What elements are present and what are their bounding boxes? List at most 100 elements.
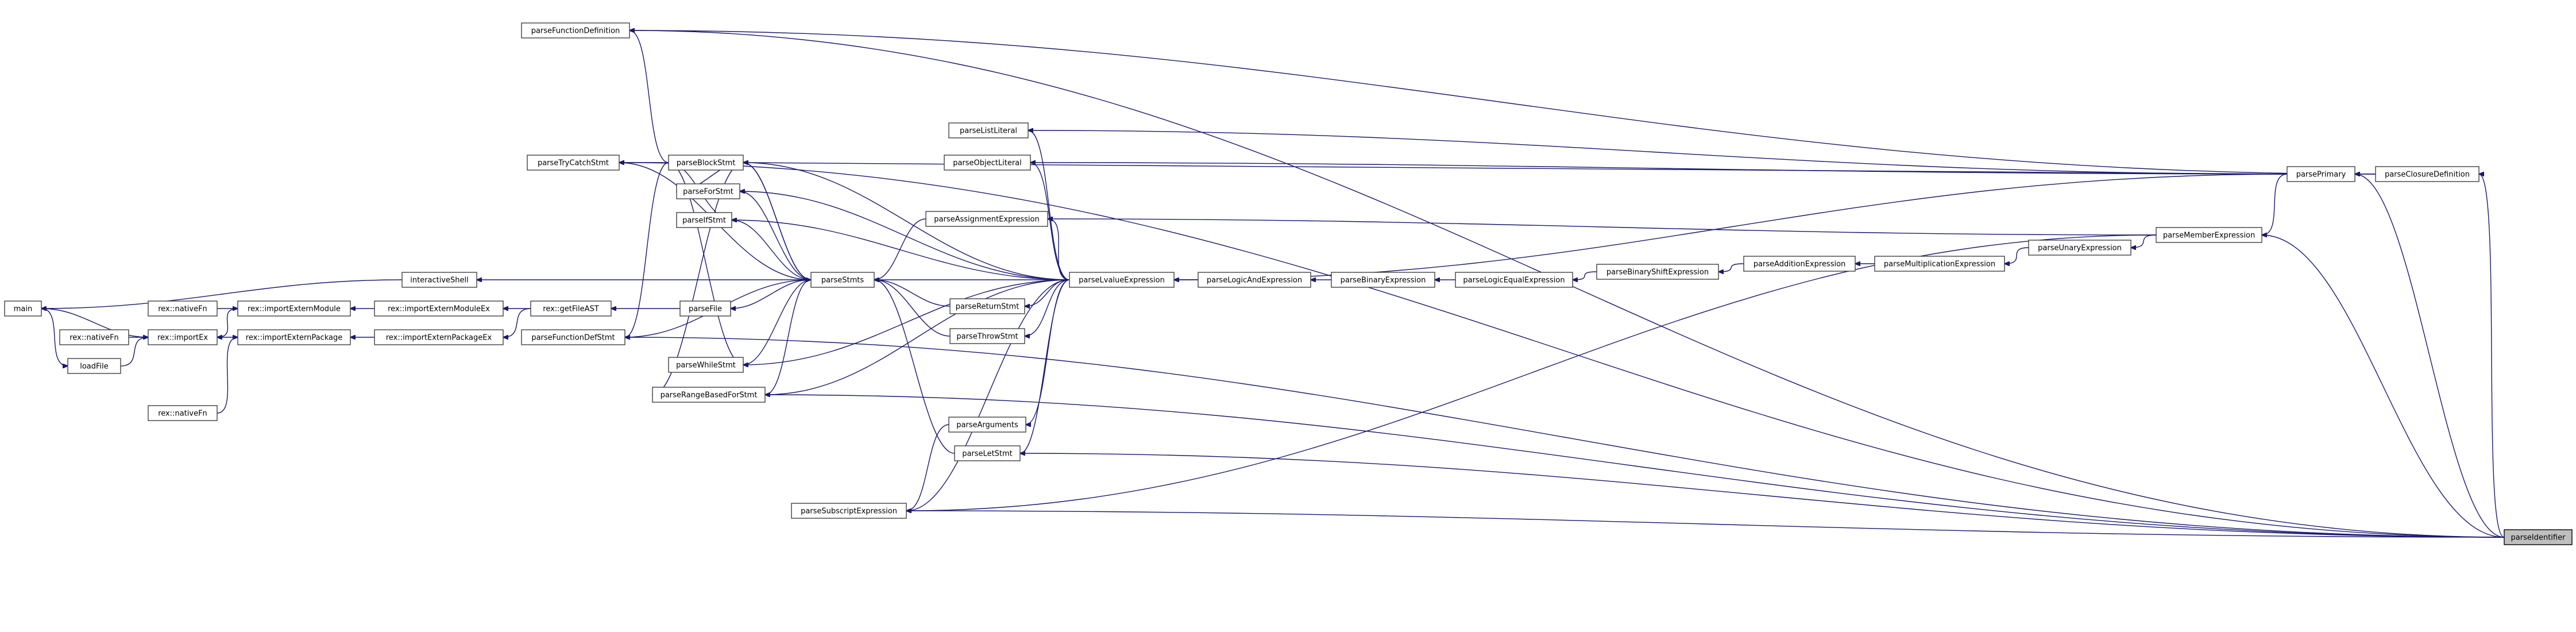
node-box[interactable] [954,445,1021,461]
node-rex_importExternModuleEx[interactable]: rex::importExternModuleEx [374,300,504,317]
node-box[interactable] [652,387,766,403]
node-box[interactable] [4,300,42,317]
node-label: rex::getFileAST [543,305,599,314]
node-parseRangeBasedForStmt[interactable]: parseRangeBasedForStmt [652,387,766,403]
node-box[interactable] [374,329,504,345]
edge-parseMemberExpression-to-parseSubscriptExpression [906,234,2157,511]
node-box[interactable] [679,300,731,317]
node-parseAdditionExpression[interactable]: parseAdditionExpression [1743,256,1856,272]
node-parseIdentifier[interactable]: parseIdentifier [2504,529,2573,545]
node-rex_nativeFn_2[interactable]: rex::nativeFn [59,329,129,345]
node-box[interactable] [810,272,875,288]
node-box[interactable] [148,405,218,421]
node-box[interactable] [2287,166,2355,182]
node-rex_nativeFn_3[interactable]: rex::nativeFn [148,405,218,421]
node-parseSubscriptExpression[interactable]: parseSubscriptExpression [791,503,907,519]
node-parseTryCatchStmt[interactable]: parseTryCatchStmt [527,155,620,171]
edge-parseStmts-to-parseIfStmt [732,220,812,280]
node-interactiveShell[interactable]: interactiveShell [401,272,477,288]
edge-parseReturnStmt-to-parseStmts [874,280,951,307]
node-parseWhileStmt[interactable]: parseWhileStmt [668,357,744,373]
node-parseAssignmentExpression[interactable]: parseAssignmentExpression [925,211,1048,227]
node-box[interactable] [530,300,612,317]
node-box[interactable] [2028,240,2131,256]
node-parseMemberExpression[interactable]: parseMemberExpression [2156,227,2262,243]
edge-parseBlockStmt-to-parseRangeBasedForStmt [652,162,744,395]
node-box[interactable] [948,122,1029,138]
node-rex_importEx[interactable]: rex::importEx [148,329,218,345]
node-parseReturnStmt[interactable]: parseReturnStmt [949,298,1025,314]
node-rex_importExternModule[interactable]: rex::importExternModule [237,300,351,317]
node-parseStmts[interactable]: parseStmts [810,272,875,288]
node-parseBinaryShiftExpression[interactable]: parseBinaryShiftExpression [1596,264,1719,280]
node-parseBlockStmt[interactable]: parseBlockStmt [668,155,744,171]
node-label: parseTryCatchStmt [538,159,609,168]
node-label: parseMemberExpression [2163,232,2255,240]
node-box[interactable] [1198,272,1311,288]
node-parseFunctionDefStmt[interactable]: parseFunctionDefStmt [521,329,625,345]
node-box[interactable] [948,417,1026,433]
node-parseLogicEqualExpression[interactable]: parseLogicEqualExpression [1455,272,1573,288]
node-rex_importExternPackageEx[interactable]: rex::importExternPackageEx [374,329,504,345]
node-parseListLiteral[interactable]: parseListLiteral [948,122,1029,138]
node-box[interactable] [2156,227,2262,243]
node-box[interactable] [1455,272,1573,288]
node-parseFile[interactable]: parseFile [679,300,731,317]
node-box[interactable] [944,155,1031,171]
node-parsePrimary[interactable]: parsePrimary [2287,166,2355,182]
node-rex_getFileAST[interactable]: rex::getFileAST [530,300,612,317]
node-label: main [14,305,32,314]
node-parseThrowStmt[interactable]: parseThrowStmt [949,328,1025,344]
node-box[interactable] [374,300,504,317]
node-parseFunctionDefinition[interactable]: parseFunctionDefinition [521,22,630,38]
edge-parsePrimary-to-parseMemberExpression [2262,174,2288,235]
node-parseLvalueExpression[interactable]: parseLvalueExpression [1069,272,1175,288]
node-parseLogicAndExpression[interactable]: parseLogicAndExpression [1198,272,1311,288]
node-box[interactable] [401,272,477,288]
node-box[interactable] [1743,256,1856,272]
node-parseLetStmt[interactable]: parseLetStmt [954,445,1021,461]
node-box[interactable] [59,329,129,345]
node-parseObjectLiteral[interactable]: parseObjectLiteral [944,155,1031,171]
node-box[interactable] [1596,264,1719,280]
node-box[interactable] [676,183,740,199]
node-box[interactable] [67,358,121,374]
node-box[interactable] [791,503,907,519]
edge-parseIdentifier-to-parseSubscriptExpression [906,511,2505,538]
node-label: parseForStmt [683,188,733,196]
node-box[interactable] [949,298,1025,314]
node-main[interactable]: main [4,300,42,317]
node-box[interactable] [949,328,1025,344]
node-label: parseWhileStmt [676,361,736,370]
node-box[interactable] [668,357,744,373]
edge-parseIdentifier-to-parseTryCatchStmt [619,163,2505,538]
node-box[interactable] [148,329,218,345]
node-parseArguments[interactable]: parseArguments [948,417,1026,433]
node-loadFile[interactable]: loadFile [67,358,121,374]
node-box[interactable] [237,329,351,345]
node-rex_nativeFn_1[interactable]: rex::nativeFn [148,300,218,317]
node-parseIfStmt[interactable]: parseIfStmt [676,212,732,228]
node-box[interactable] [668,155,744,171]
node-parseMultiplicationExpression[interactable]: parseMultiplicationExpression [1874,256,2005,272]
node-box[interactable] [521,329,625,345]
node-box[interactable] [148,300,218,317]
node-parseClosureDefinition[interactable]: parseClosureDefinition [2375,166,2480,182]
node-parseForStmt[interactable]: parseForStmt [676,183,740,199]
node-box[interactable] [1874,256,2005,272]
node-box[interactable] [527,155,620,171]
node-box[interactable] [2504,529,2573,545]
node-rex_importExternPackage[interactable]: rex::importExternPackage [237,329,351,345]
node-box[interactable] [521,22,630,38]
node-box[interactable] [1331,272,1435,288]
edge-rex_importExternModule-to-rex_importEx [217,308,238,337]
node-box[interactable] [925,211,1048,227]
node-box[interactable] [237,300,351,317]
node-box[interactable] [676,212,732,228]
node-parseBinaryExpression[interactable]: parseBinaryExpression [1331,272,1435,288]
node-box[interactable] [1069,272,1175,288]
node-label: parseFunctionDefinition [531,27,620,36]
node-label: rex::nativeFn [158,305,207,314]
node-box[interactable] [2375,166,2480,182]
node-parseUnaryExpression[interactable]: parseUnaryExpression [2028,240,2131,256]
